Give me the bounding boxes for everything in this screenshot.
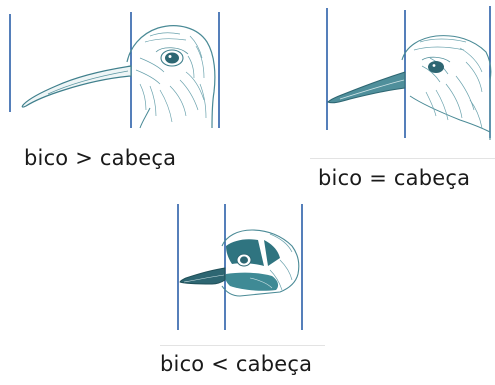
panel-beak-equal [310, 0, 495, 145]
caption-beak-longer: bico > cabeça [24, 146, 176, 170]
curlew-head-illustration [0, 0, 240, 135]
caption-divider-shorter [160, 345, 325, 346]
sandpiper-head-illustration [310, 0, 495, 145]
caption-beak-equal: bico = cabeça [318, 166, 470, 190]
panel-beak-shorter [160, 200, 320, 335]
plover-head-illustration [160, 200, 320, 335]
caption-beak-shorter: bico < cabeça [160, 352, 312, 376]
panel-beak-longer [0, 0, 240, 135]
caption-divider-equal [310, 158, 495, 159]
